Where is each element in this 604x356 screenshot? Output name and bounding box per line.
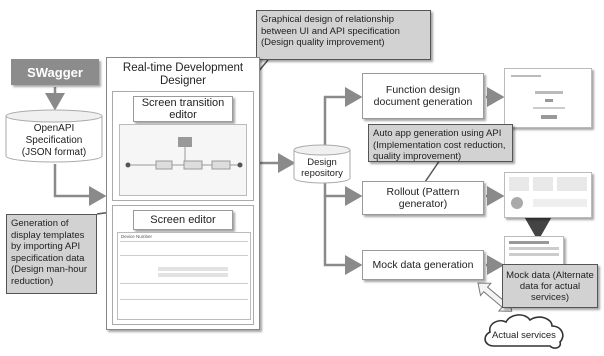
actual-services-cloud: Actual services [480, 312, 568, 352]
note-auto-app-text: Auto app generation using API (Implement… [373, 128, 506, 162]
openapi-spec-cylinder: OpenAPI Specification (JSON format) [4, 108, 104, 164]
mock-data-thumbnail [504, 236, 564, 266]
screen-editor-mini-canvas: Device Number [117, 232, 251, 320]
repository-cylinder-shape [293, 144, 351, 184]
cloud-shape [484, 314, 564, 349]
callout-line-auto-app [424, 159, 441, 183]
mock-data-box: Mock data (Alternate data for actual ser… [502, 264, 598, 308]
note-auto-app: Auto app generation using API (Implement… [368, 124, 513, 162]
mock-data-label: Mock data (Alternate data for actual ser… [506, 269, 594, 303]
screen-editor-label: Screen editor [133, 210, 233, 230]
openapi-label: OpenAPI Specification (JSON format) [21, 123, 87, 158]
note-graphical-design: Graphical design of relationship between… [256, 10, 431, 60]
mock-data-generation-label: Mock data generation [372, 259, 474, 271]
mock-data-generation-box: Mock data generation [362, 250, 484, 280]
actual-services-label: Actual services [492, 329, 556, 341]
note-display-templates-text: Generation of display templates by impor… [11, 218, 88, 287]
designer-panel: Real-time Development Designer Screen tr… [106, 57, 260, 330]
arrow-repo-to-function-design [323, 87, 363, 148]
app-thumbnail [504, 172, 592, 218]
swagger-label: SWagger [27, 64, 83, 80]
arrow-openapi-to-designer [53, 164, 107, 206]
designer-title: Real-time Development Designer [122, 62, 244, 87]
design-repository-cylinder: Design repository [293, 144, 351, 184]
function-design-label: Function design document generation [373, 84, 473, 108]
screen-transition-editor-panel: Screen transition editor [112, 91, 254, 201]
note-graphical-design-text: Graphical design of relationship between… [261, 14, 400, 48]
transition-diagram-preview [125, 137, 243, 170]
screen-editor-panel: Screen editor Device Number [112, 205, 254, 325]
rollout-label: Rollout (Pattern generator) [386, 186, 460, 210]
function-design-box: Function design document generation [362, 73, 484, 119]
note-display-templates: Generation of display templates by impor… [6, 214, 97, 294]
mini-header-text: Device Number [121, 234, 153, 239]
screen-transition-editor-label: Screen transition editor [133, 96, 233, 122]
cylinder-shape [5, 109, 103, 163]
document-thumbnail [504, 68, 592, 128]
rollout-box: Rollout (Pattern generator) [362, 181, 484, 215]
design-repository-label: Design repository [301, 157, 343, 179]
swagger-box: SWagger [11, 59, 99, 85]
transition-mini-canvas [119, 124, 247, 196]
arrow-repo-to-mock-gen [323, 196, 363, 275]
